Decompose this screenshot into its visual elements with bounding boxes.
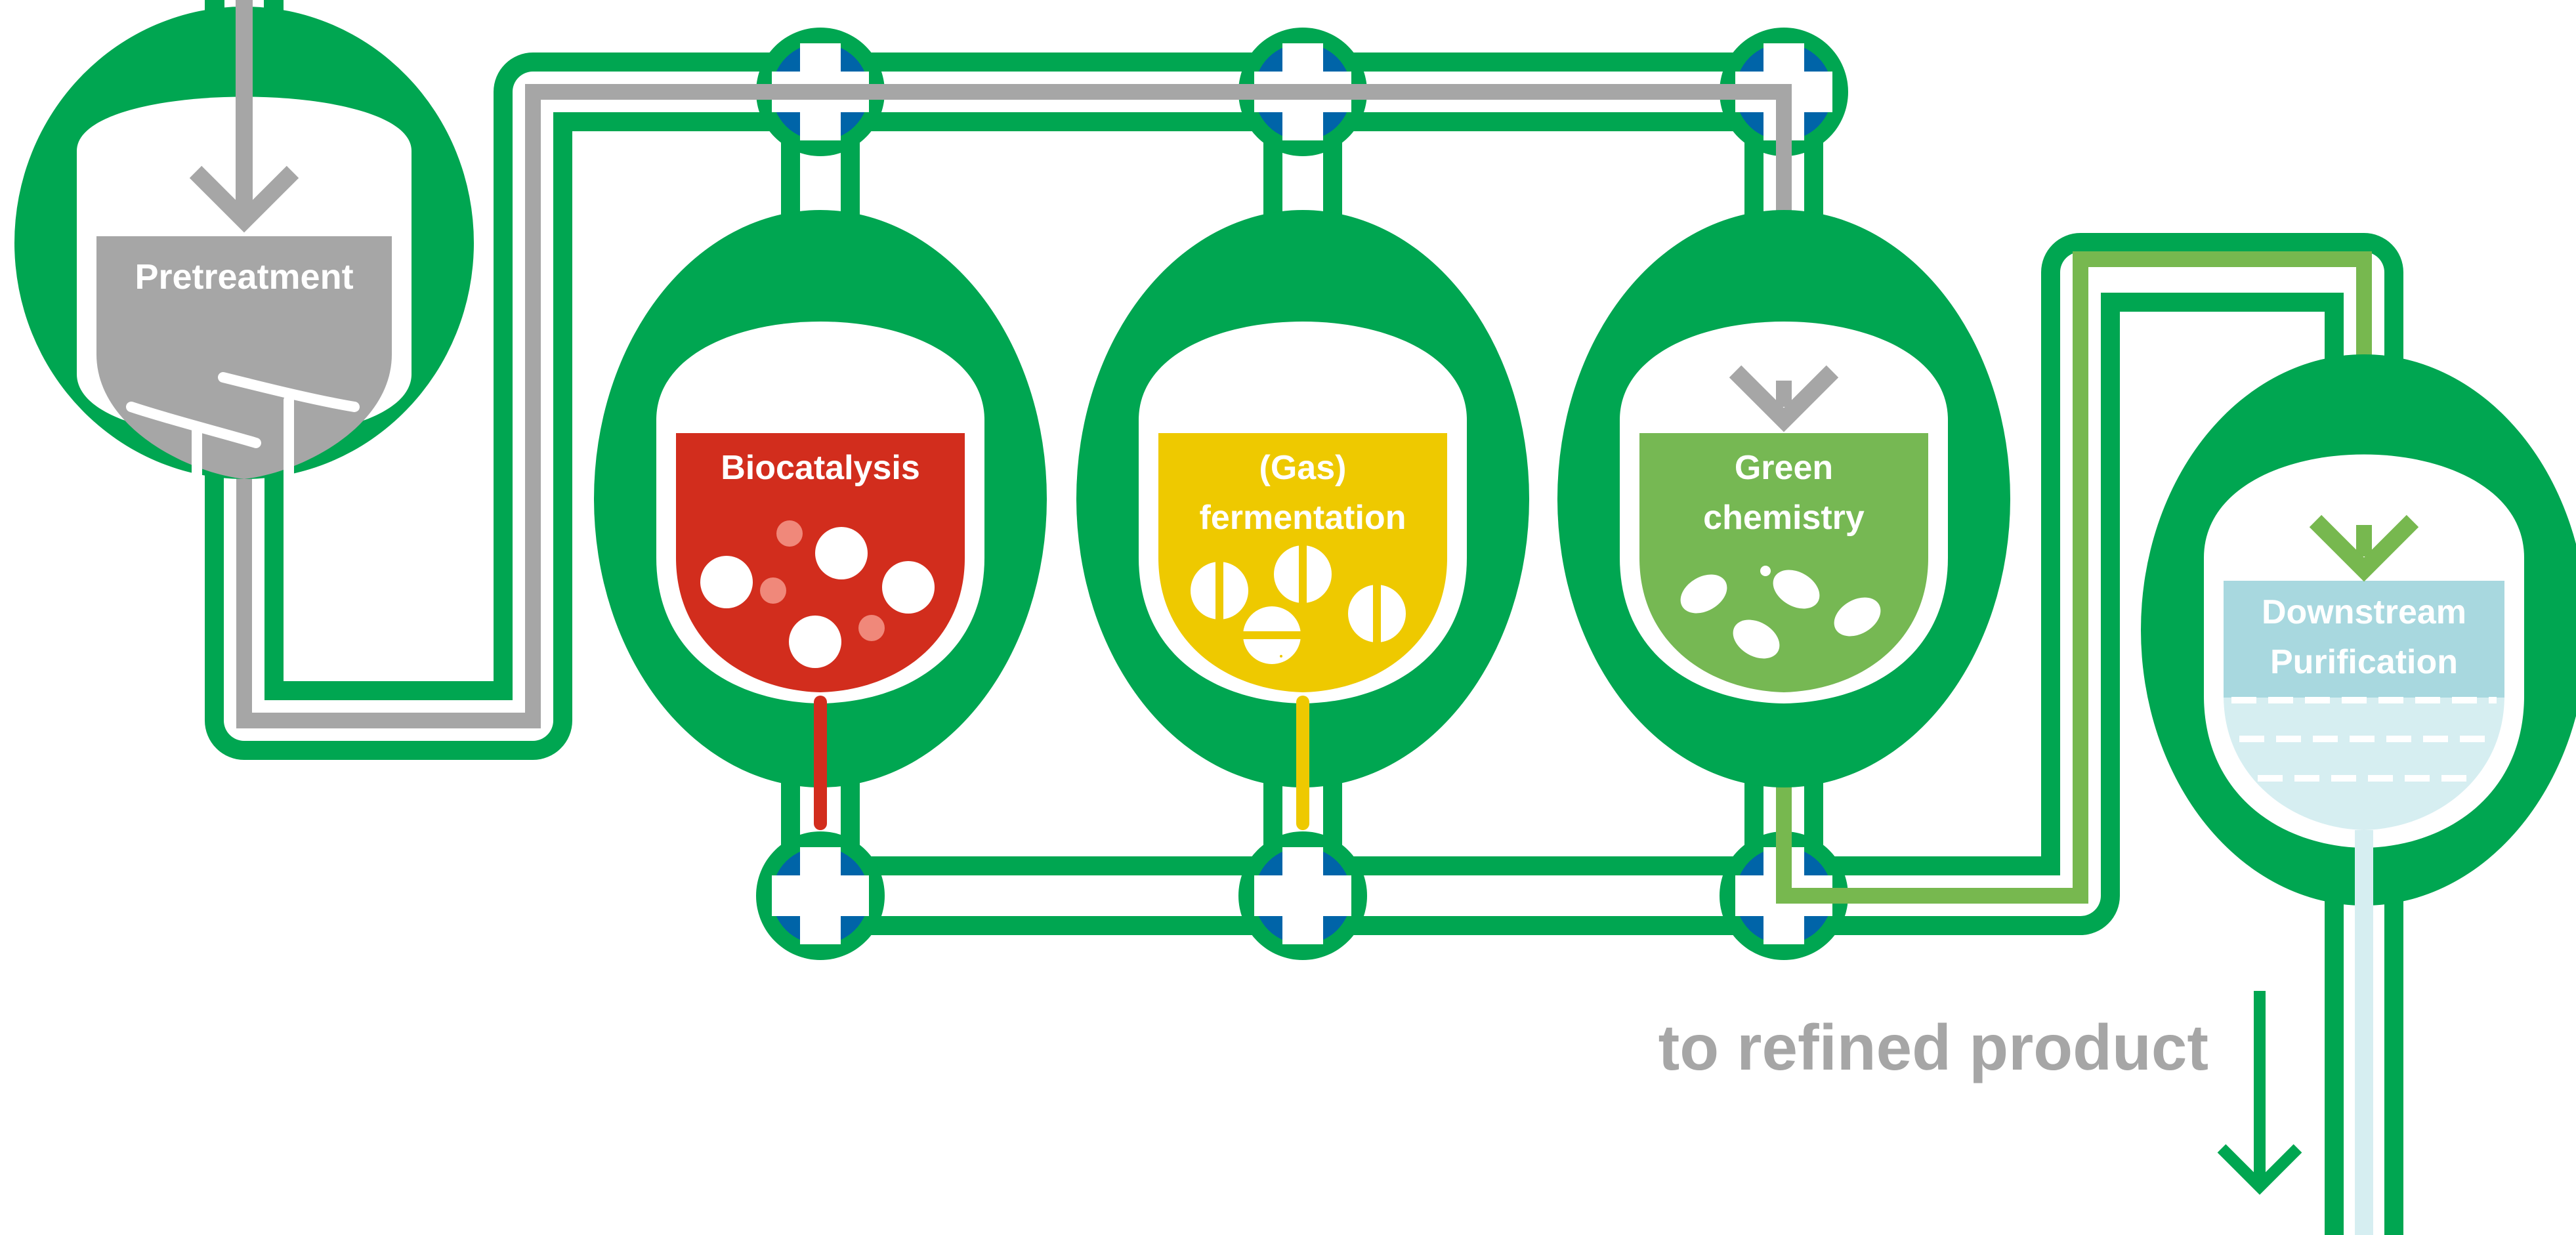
vessel-downstream: Downstream Purification bbox=[2141, 354, 2576, 1235]
bubbles-icon bbox=[700, 520, 935, 668]
stirrer-icon bbox=[126, 372, 360, 494]
vessel-label: Downstream bbox=[2262, 593, 2466, 631]
valve-icon bbox=[756, 831, 885, 960]
seeds-icon bbox=[1680, 566, 1881, 659]
vessel-fermentation: (Gas) fermentation bbox=[1076, 210, 1529, 830]
vessel-green-chemistry: Green chemistry bbox=[1557, 210, 2010, 787]
vessel-biocatalysis: Biocatalysis bbox=[594, 210, 1047, 830]
vessel-label: chemistry bbox=[1703, 499, 1865, 537]
output-arrow-icon bbox=[2217, 991, 2302, 1195]
vessel-label: Purification bbox=[2270, 643, 2458, 681]
vessel-label: Pretreatment bbox=[135, 257, 353, 297]
vessel-label: Biocatalysis bbox=[721, 449, 920, 487]
valve-icon bbox=[1238, 831, 1367, 960]
output-caption: to refined product bbox=[1658, 1011, 2208, 1083]
vessel-pretreatment: Pretreatment bbox=[14, 0, 474, 494]
vessel-label: Green bbox=[1735, 449, 1833, 487]
vessel-label: (Gas) bbox=[1259, 449, 1347, 487]
vessel-label: fermentation bbox=[1200, 499, 1406, 537]
cells-icon bbox=[1191, 545, 1406, 664]
